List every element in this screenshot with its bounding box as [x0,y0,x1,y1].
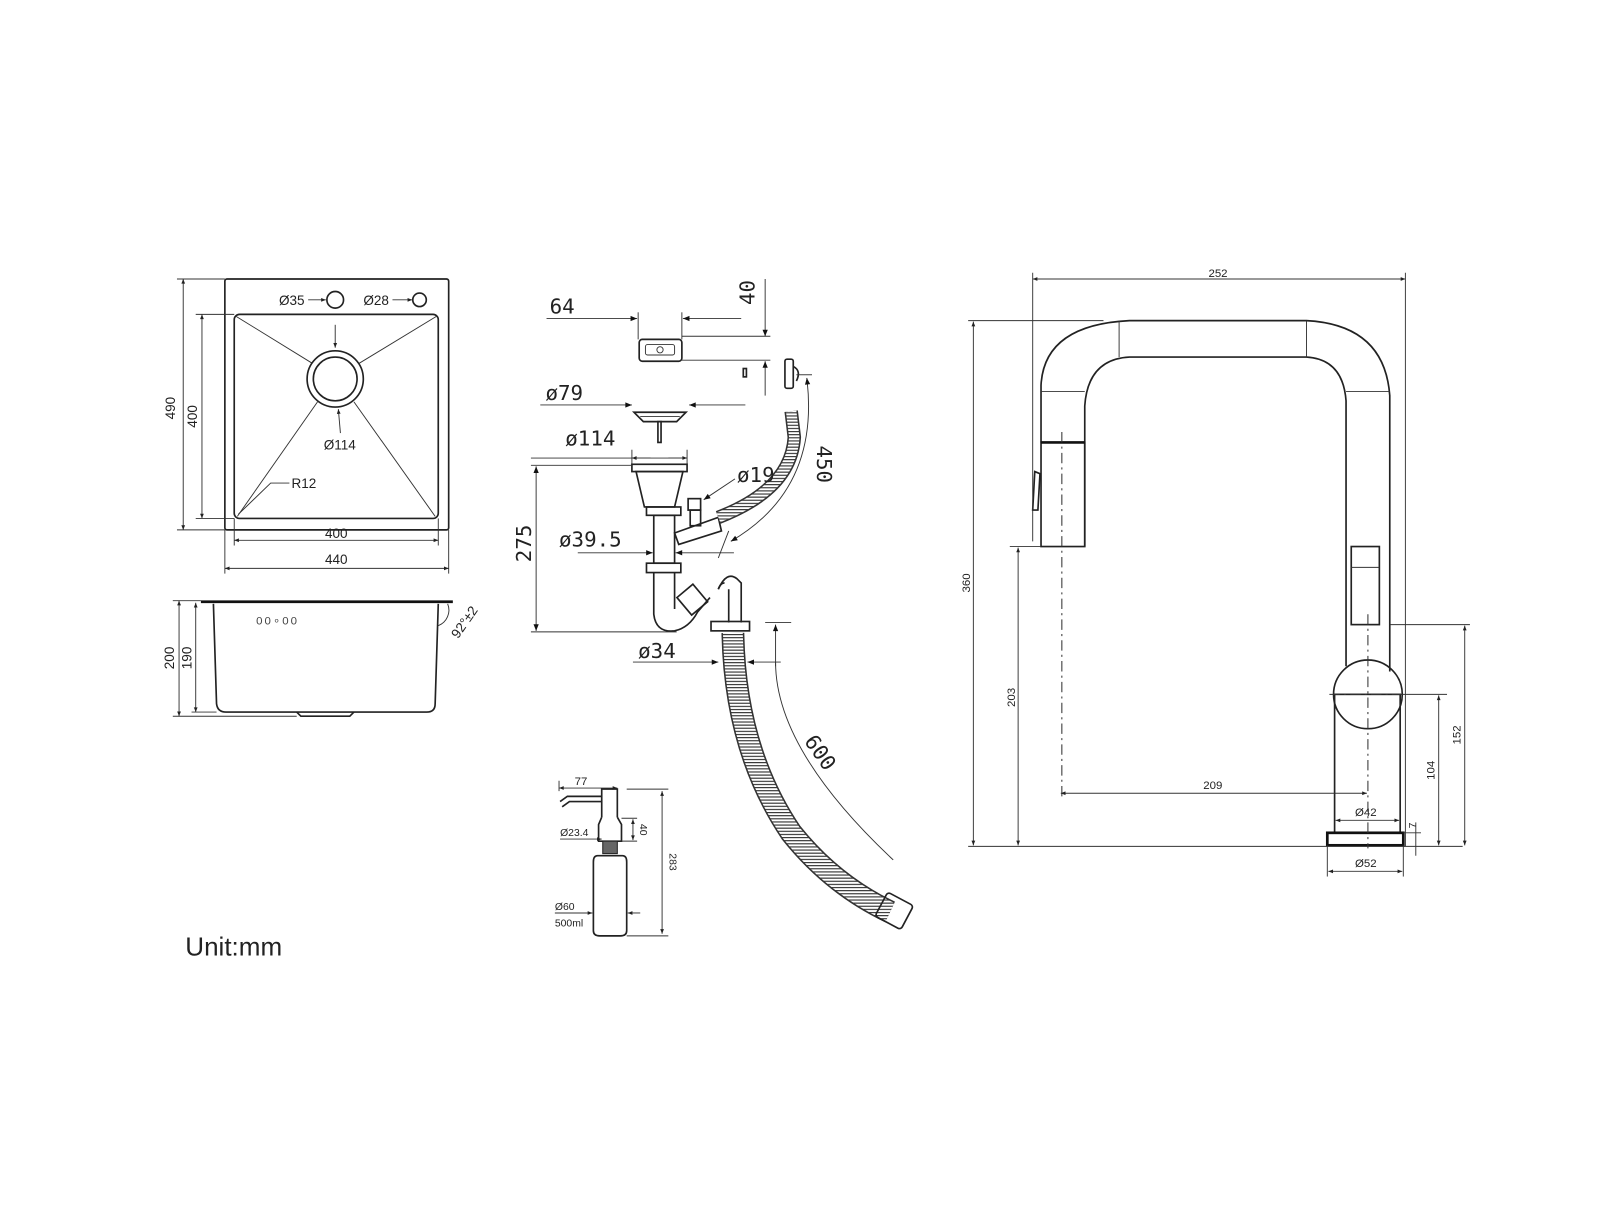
overflow-width-label: 64 [550,294,575,318]
tap-hole-35-label: Ø35 [279,293,305,308]
drain-hole [306,349,365,408]
spout-outlet-height-label: 203 [1006,688,1018,707]
total-width-label: 252 [1208,268,1227,280]
handle-height-label: 104 [1426,760,1438,780]
tap-hole-35 [326,290,345,309]
flange-diameter-label: ø114 [565,427,615,451]
overflow-mark: 00∘00 [256,616,299,628]
pull-down-head [1040,441,1086,548]
drain-kit: 64 40 ø79 ø114 [512,278,914,930]
sink-side-view: 00∘00 92°±2 200 190 [162,600,481,718]
bowl-slope-lines [236,316,437,517]
overflow-pipe-diameter-label: ø19 [737,463,775,487]
tap-hole-28 [411,292,428,308]
drain-height-label: 275 [512,525,536,563]
bowl-width-label: 400 [325,526,348,541]
faucet-base [1325,831,1405,847]
total-height-label: 283 [666,853,677,871]
sink-top-view: Ø114 Ø35 Ø28 R12 490 400 400 440 [163,278,450,574]
body-diameter-label: Ø42 [1355,807,1377,819]
body-height-label: 152 [1452,725,1464,744]
spout-length-label: 77 [575,776,588,788]
overall-height-label: 200 [162,647,177,670]
neck-height-label: 40 [637,824,648,836]
outlet-diameter-label: ø34 [638,639,676,663]
strainer-basket [631,411,689,423]
volume-label: 500ml [555,919,583,930]
overflow-cover [638,338,683,363]
base-thickness-label: 7 [1408,822,1419,828]
total-height-label: 360 [961,573,973,592]
drain-diameter-label: Ø114 [324,438,357,453]
spray-button [1031,470,1041,511]
tap-hole-28-label: Ø28 [363,293,389,308]
drain-body [631,463,751,632]
bottle-diameter-label: Ø60 [555,902,575,913]
outlet-hose-length-label: 600 [800,730,841,775]
overall-depth-label: 490 [163,397,178,420]
bowl-height-label: 190 [180,647,195,670]
base-diameter-label: Ø52 [1355,858,1377,870]
neck-diameter-label: Ø23.4 [560,828,589,839]
overflow-height-label: 40 [736,280,760,305]
faucet: 252 360 203 209 152 104 7 Ø42 Ø52 [961,268,1470,877]
corner-radius-label: R12 [291,476,316,491]
spout-reach-label: 209 [1203,780,1222,792]
faucet-handle [1350,545,1381,626]
pipe-diameter-label: ø39.5 [559,528,622,552]
soap-dispenser: 77 283 40 Ø23.4 Ø60 500ml [555,776,677,937]
unit-label: Unit:mm [185,932,282,962]
wall-angle-label: 92°±2 [448,603,481,641]
overflow-hose-length-label: 450 [812,446,836,484]
overall-width-label: 440 [325,552,348,567]
strainer-diameter-label: ø79 [545,381,583,405]
dispenser-thread [602,840,618,855]
bowl-depth-label: 400 [185,405,200,428]
